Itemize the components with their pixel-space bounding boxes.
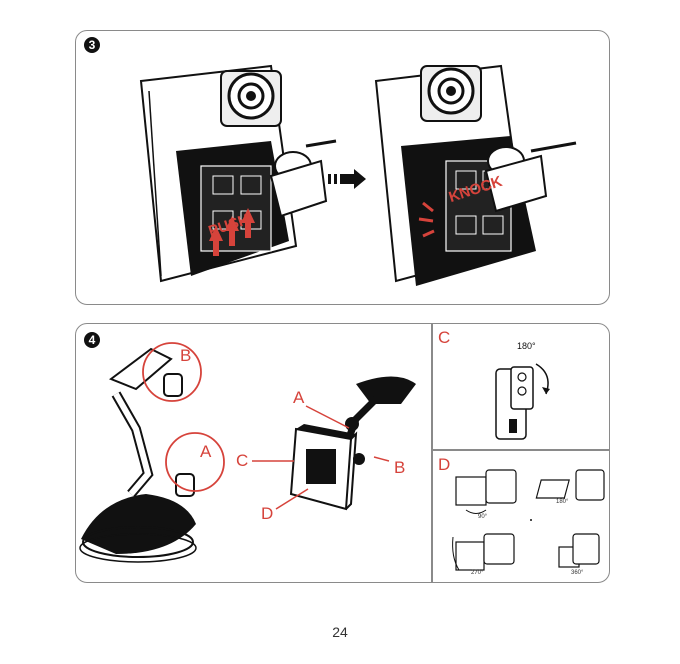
step-4-panel: 4 B A A C B D C [75,323,610,583]
camera-label-d: D [261,504,273,524]
horizontal-divider [431,449,609,451]
camera-push-illustration [121,51,341,291]
camera-knock-illustration [361,51,581,291]
camera-label-c: C [236,451,248,471]
camera-label-b: B [394,458,405,478]
angle-90-label: 90° [478,514,487,520]
section-c-letter: C [438,328,450,348]
camera-label-a: A [293,388,304,408]
section-d-letter: D [438,455,450,475]
vertical-divider [431,324,433,582]
screen-positions-illustration [451,462,606,580]
angle-180-label: 180° [517,341,536,351]
rotate-screen-illustration [491,349,561,444]
angle-360-label: 360° [571,570,583,576]
angle-270-label: 270° [471,570,483,576]
leader-lines [76,324,431,582]
step-3-panel: 3 PUSH [75,30,610,305]
angle-180-small-label: 180° [556,499,568,505]
step-number-badge: 3 [84,37,100,53]
page-number: 24 [0,624,680,640]
